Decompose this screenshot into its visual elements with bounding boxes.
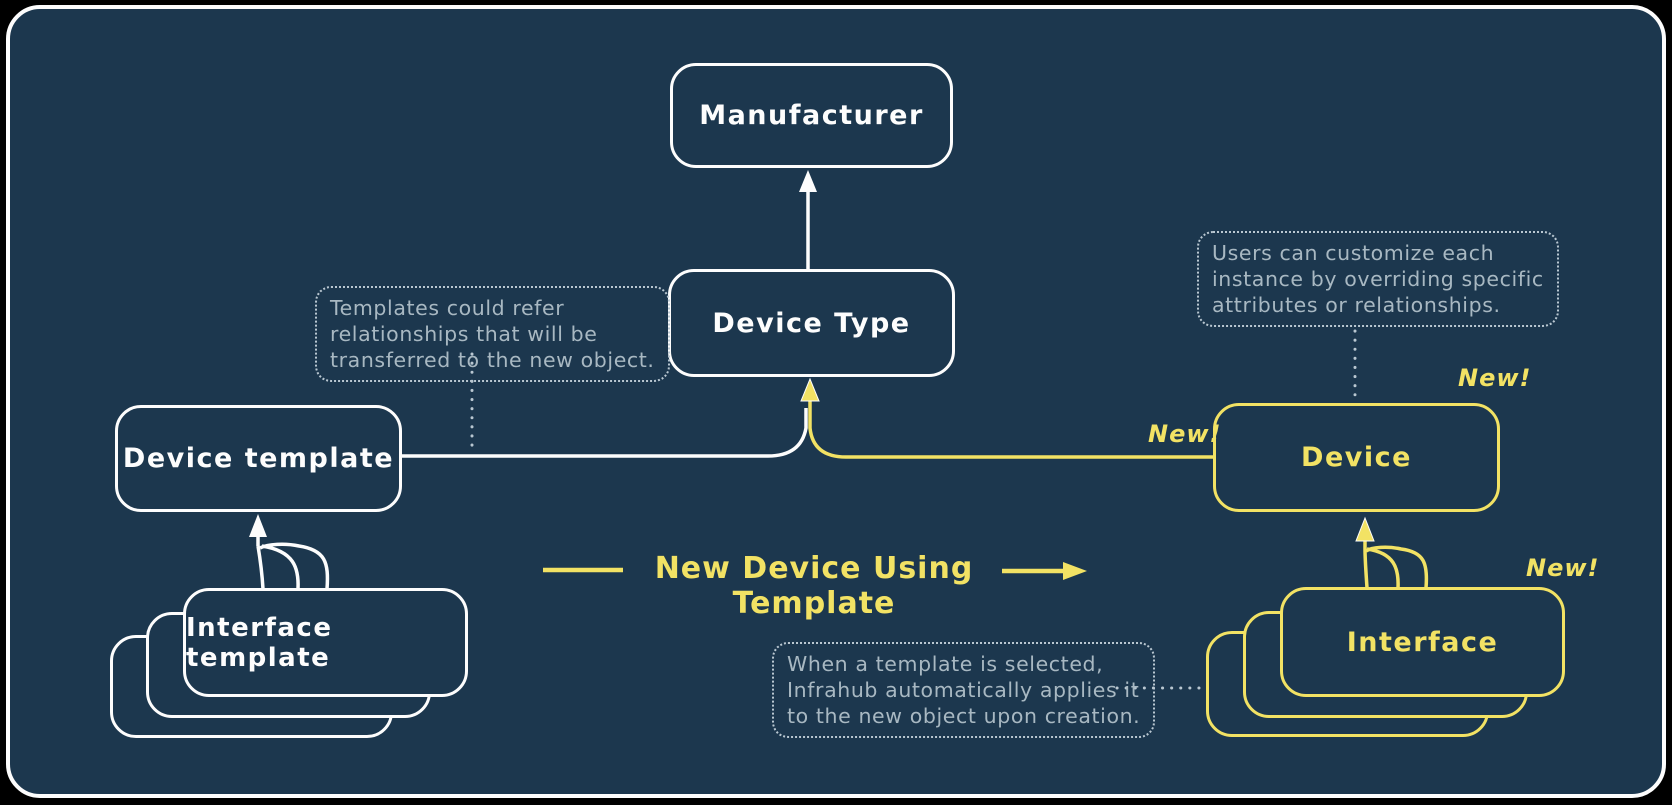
node-device-type-label: Device Type (712, 307, 911, 339)
connector-device-template-to-device-type (402, 408, 808, 458)
node-manufacturer: Manufacturer (670, 63, 953, 168)
connector-device-to-device-type (800, 377, 1213, 459)
node-interface-template: Interface template (183, 588, 468, 697)
arrow-interface-to-device (1355, 516, 1429, 589)
note-customize-line-3: attributes or relationships. (1212, 293, 1501, 317)
note-customize-line-2: instance by overriding specific (1212, 267, 1544, 291)
new-badge-device: New! (1458, 364, 1532, 392)
new-badge-interface: New! (1526, 554, 1600, 582)
node-device: Device (1213, 403, 1500, 512)
node-device-label: Device (1301, 442, 1412, 473)
note-apply-line-2: Infrahub automatically applies it (787, 678, 1140, 702)
note-apply-line-1: When a template is selected, (787, 652, 1104, 676)
arrow-interface-template-to-device-template (249, 514, 330, 590)
note-templates-line-1: Templates could refer (330, 296, 565, 320)
note-customize-line-1: Users can customize each (1212, 241, 1495, 265)
flow-label: New Device Using Template (654, 551, 974, 621)
note-customize: Users can customize each instance by ove… (1197, 231, 1559, 327)
note-apply-line-3: to the new object upon creation. (787, 704, 1141, 728)
note-apply: When a template is selected, Infrahub au… (772, 642, 1156, 738)
node-interface-template-label: Interface template (186, 612, 333, 673)
note-templates: Templates could refer relationships that… (315, 286, 670, 382)
node-interface-label: Interface (1346, 626, 1499, 658)
note-templates-line-3: transferred to the new object. (330, 348, 655, 372)
flow-arrow (543, 562, 1087, 580)
node-interface: Interface (1280, 587, 1565, 697)
note-templates-line-2: relationships that will be (330, 322, 598, 346)
node-device-type: Device Type (668, 269, 955, 377)
node-manufacturer-label: Manufacturer (699, 100, 924, 131)
node-device-template-label: Device template (122, 443, 395, 474)
arrow-device-type-to-manufacturer (799, 170, 817, 270)
node-device-template: Device template (115, 405, 402, 512)
new-badge-device-line: New! (1148, 420, 1222, 448)
